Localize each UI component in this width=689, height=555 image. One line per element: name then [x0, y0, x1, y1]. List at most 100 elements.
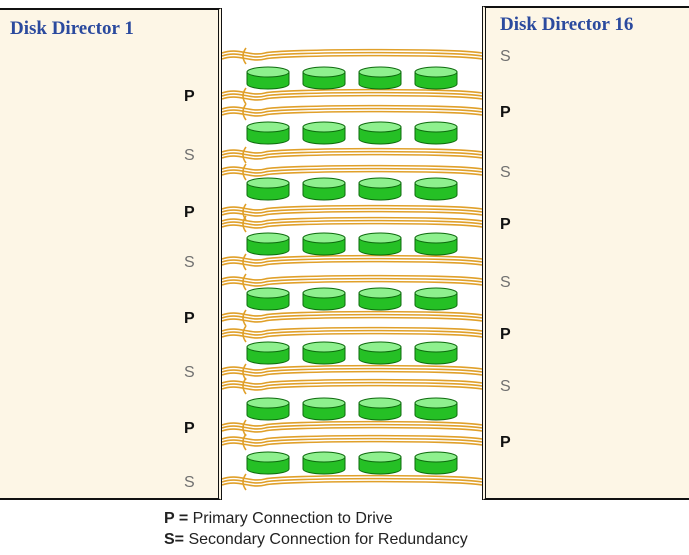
cable-loop-10 — [242, 309, 247, 327]
cable-loop-1 — [242, 47, 247, 65]
cable-strand-11-3 — [221, 332, 483, 339]
cable-strand-2-1 — [221, 88, 483, 95]
cable-strand-14-1 — [221, 420, 483, 427]
cable-strand-16-1 — [221, 474, 483, 481]
cable-strand-10-2 — [221, 313, 483, 320]
cable-strand-1-2 — [221, 51, 483, 58]
cable-strand-3-3 — [221, 110, 483, 117]
cable-loop-16 — [242, 473, 247, 491]
port-right-1-secondary: S — [500, 48, 511, 65]
cable-strand-4-2 — [221, 150, 483, 157]
port-left-7-primary: P — [184, 420, 195, 437]
cable-loop-13 — [242, 377, 247, 395]
cable-strand-8-2 — [221, 257, 483, 264]
disk-drive-r2-c1 — [246, 121, 290, 145]
port-left-5-primary: P — [184, 310, 195, 327]
cable-strand-13-2 — [221, 381, 483, 388]
port-right-2-primary: P — [500, 104, 511, 121]
cable-strand-2-2 — [221, 91, 483, 98]
disk-drive-r7-c4 — [414, 397, 458, 421]
cable-strand-7-1 — [221, 216, 483, 223]
disk-drive-r1-c3 — [358, 66, 402, 90]
disk-drive-r3-c2 — [302, 177, 346, 201]
disk-drive-r5-c3 — [358, 287, 402, 311]
cable-strand-4-1 — [221, 147, 483, 154]
cable-strand-6-3 — [221, 210, 483, 217]
disk-drive-r3-c3 — [358, 177, 402, 201]
disk-drive-r4-c2 — [302, 232, 346, 256]
cable-loop-11 — [242, 325, 247, 343]
cable-strand-5-3 — [221, 170, 483, 177]
cable-strand-1-1 — [221, 48, 483, 55]
port-right-3-secondary: S — [500, 164, 511, 181]
port-left-2-secondary: S — [184, 147, 195, 164]
disk-drives-group — [246, 66, 458, 475]
cable-strand-2-3 — [221, 94, 483, 101]
cable-loop-2 — [242, 87, 247, 105]
disk-drive-r1-c1 — [246, 66, 290, 90]
cable-strand-8-3 — [221, 260, 483, 267]
cable-strand-10-1 — [221, 310, 483, 317]
disk-drive-r8-c4 — [414, 451, 458, 475]
cable-strand-9-3 — [221, 280, 483, 287]
cable-strand-4-3 — [221, 153, 483, 160]
cable-loop-7 — [242, 215, 247, 233]
cable-strand-15-2 — [221, 437, 483, 444]
cable-loop-9 — [242, 273, 247, 291]
disk-drive-r1-c2 — [302, 66, 346, 90]
cabling-group — [221, 47, 483, 491]
disk-drive-r3-c4 — [414, 177, 458, 201]
cable-loop-5 — [242, 163, 247, 181]
port-left-1-primary: P — [184, 88, 195, 105]
legend-primary: P = Primary Connection to Drive — [164, 508, 468, 529]
cable-strand-7-3 — [221, 222, 483, 229]
port-right-7-secondary: S — [500, 378, 511, 395]
legend-secondary-key: S= — [164, 531, 185, 548]
cable-strand-3-2 — [221, 107, 483, 114]
cable-strand-16-3 — [221, 480, 483, 487]
cable-loop-15 — [242, 433, 247, 451]
cable-strand-11-1 — [221, 326, 483, 333]
cable-strand-7-2 — [221, 219, 483, 226]
disk-drive-r4-c4 — [414, 232, 458, 256]
cable-loop-3 — [242, 103, 247, 121]
cable-strand-12-2 — [221, 367, 483, 374]
disk-drive-r7-c2 — [302, 397, 346, 421]
disk-drive-r4-c3 — [358, 232, 402, 256]
cable-strand-5-1 — [221, 164, 483, 171]
disk-drive-r5-c4 — [414, 287, 458, 311]
director-right-title: Disk Director 16 — [500, 14, 634, 35]
disk-drive-r6-c2 — [302, 341, 346, 365]
disk-drive-r1-c4 — [414, 66, 458, 90]
disk-drive-r3-c1 — [246, 177, 290, 201]
cable-strand-1-3 — [221, 54, 483, 61]
disk-drive-r5-c1 — [246, 287, 290, 311]
cable-loop-4 — [242, 146, 247, 164]
port-right-4-primary: P — [500, 216, 511, 233]
cable-strand-13-3 — [221, 384, 483, 391]
disk-drive-r2-c4 — [414, 121, 458, 145]
cable-strand-5-2 — [221, 167, 483, 174]
cable-strand-12-3 — [221, 370, 483, 377]
cable-strand-13-1 — [221, 378, 483, 385]
disk-drive-r8-c3 — [358, 451, 402, 475]
cable-strand-6-1 — [221, 204, 483, 211]
cable-strand-15-1 — [221, 434, 483, 441]
director-left-title: Disk Director 1 — [10, 18, 134, 39]
cable-strand-12-1 — [221, 364, 483, 371]
cable-strand-6-2 — [221, 207, 483, 214]
legend-secondary-text: Secondary Connection for Redundancy — [184, 531, 468, 548]
cable-strand-16-2 — [221, 477, 483, 484]
disk-drive-r2-c2 — [302, 121, 346, 145]
disk-drive-r6-c1 — [246, 341, 290, 365]
disk-drive-r5-c2 — [302, 287, 346, 311]
disk-drive-r7-c3 — [358, 397, 402, 421]
port-left-8-secondary: S — [184, 474, 195, 491]
disk-drive-r7-c1 — [246, 397, 290, 421]
disk-drive-r6-c3 — [358, 341, 402, 365]
cable-strand-10-3 — [221, 316, 483, 323]
cable-strand-14-2 — [221, 423, 483, 430]
